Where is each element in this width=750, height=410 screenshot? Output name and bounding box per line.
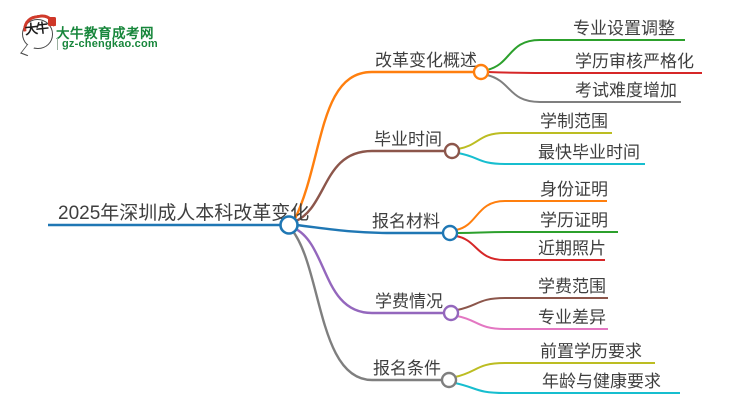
child-label[interactable]: 前置学历要求 bbox=[540, 342, 642, 361]
child-label[interactable]: 最快毕业时间 bbox=[538, 143, 640, 162]
child-link bbox=[457, 132, 612, 150]
child-link bbox=[456, 297, 608, 311]
branch-label[interactable]: 改革变化概述 bbox=[375, 51, 477, 70]
child-label[interactable]: 年龄与健康要求 bbox=[542, 372, 661, 391]
branch-link bbox=[295, 223, 444, 235]
child-label[interactable]: 考试难度增加 bbox=[575, 81, 677, 100]
child-label[interactable]: 身份证明 bbox=[540, 180, 608, 199]
child-link bbox=[487, 71, 702, 74]
branch-label[interactable]: 学费情况 bbox=[375, 292, 443, 311]
branch-label[interactable]: 报名条件 bbox=[373, 359, 441, 378]
branch-link bbox=[291, 229, 443, 382]
branch-link bbox=[292, 70, 474, 222]
branch-node[interactable] bbox=[443, 142, 461, 160]
child-label[interactable]: 近期照片 bbox=[538, 239, 606, 258]
branch-link bbox=[293, 226, 445, 315]
branch-label[interactable]: 报名材料 bbox=[372, 212, 440, 231]
child-label[interactable]: 专业设置调整 bbox=[573, 19, 675, 38]
child-link bbox=[456, 231, 618, 234]
branch-node[interactable] bbox=[441, 224, 459, 242]
branch-node[interactable] bbox=[442, 304, 460, 322]
child-link bbox=[457, 152, 645, 165]
branch-link bbox=[293, 149, 446, 224]
branch-label[interactable]: 毕业时间 bbox=[374, 130, 442, 149]
child-label[interactable]: 学历证明 bbox=[540, 211, 608, 230]
logo-title: 大牛教育成考网 bbox=[56, 26, 154, 41]
root-node[interactable] bbox=[279, 215, 299, 235]
branch-node[interactable] bbox=[472, 63, 490, 81]
child-link bbox=[454, 362, 655, 378]
child-link bbox=[455, 235, 605, 261]
child-link bbox=[486, 74, 681, 103]
logo-seal-icon bbox=[48, 17, 56, 26]
child-label[interactable]: 学费范围 bbox=[538, 277, 606, 296]
child-link bbox=[454, 382, 680, 394]
branch-node[interactable] bbox=[440, 371, 458, 389]
logo-url: gz-chengkao.com bbox=[57, 38, 158, 50]
child-link bbox=[456, 315, 608, 330]
child-link bbox=[486, 39, 685, 71]
root-label[interactable]: 2025年深圳成人本科改革变化 bbox=[58, 202, 309, 224]
child-label[interactable]: 学历审核严格化 bbox=[575, 52, 694, 71]
child-label[interactable]: 专业差异 bbox=[538, 308, 606, 327]
child-label[interactable]: 学制范围 bbox=[540, 112, 608, 131]
child-link bbox=[455, 200, 607, 231]
site-logo[interactable]: 大牛 大牛教育成考网 gz-chengkao.com bbox=[20, 12, 170, 66]
logo-bubble-icon: 大牛 bbox=[21, 12, 56, 49]
